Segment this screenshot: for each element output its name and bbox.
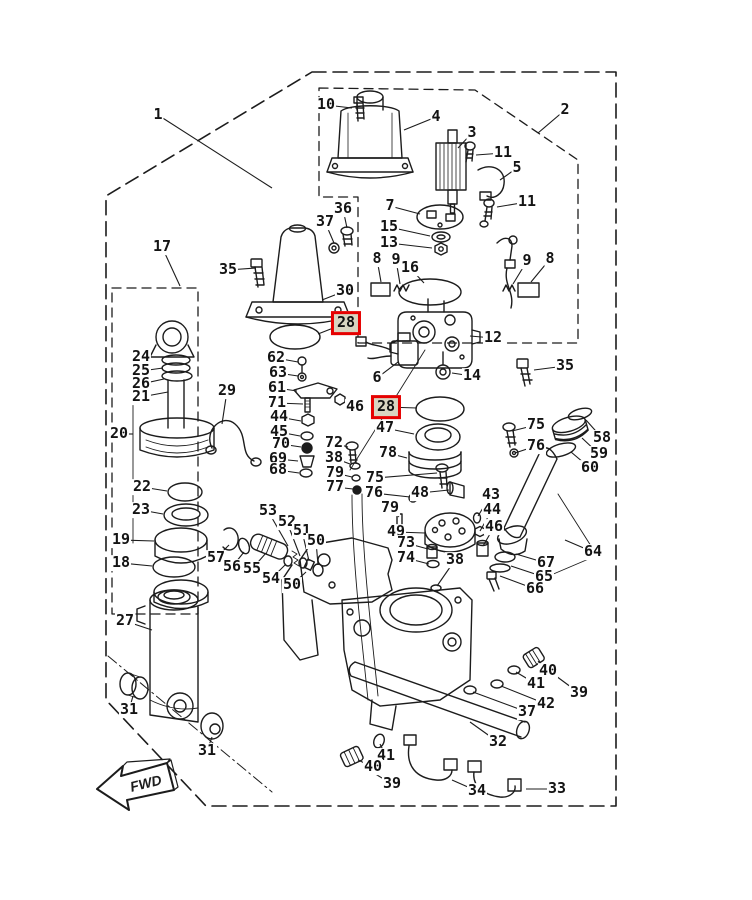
part-label-58-64: 58 <box>591 428 613 447</box>
part-label-35-19: 35 <box>217 260 239 279</box>
part-label-26-27: 26 <box>130 374 152 393</box>
part-label-6-22: 6 <box>371 368 383 387</box>
part-label-31-81: 31 <box>118 700 140 719</box>
part-label-57-75: 57 <box>205 548 227 567</box>
part-label-54-78: 54 <box>260 569 282 588</box>
part-label-70-41: 70 <box>270 434 292 453</box>
part-label-23-31: 23 <box>130 500 152 519</box>
part-label-74-57: 74 <box>395 548 417 567</box>
part-label-38-47: 38 <box>323 448 345 467</box>
part-label-72-46: 72 <box>323 433 345 452</box>
part-label-11-7: 11 <box>516 192 538 211</box>
part-label-50-79: 50 <box>281 575 303 594</box>
part-label-30-20: 30 <box>334 281 356 300</box>
part-label-36-12: 36 <box>332 199 354 218</box>
part-label-60-66: 60 <box>579 458 601 477</box>
part-label-50-74: 50 <box>305 531 327 550</box>
part-label-12-21: 12 <box>482 328 504 347</box>
part-label-47-45: 47 <box>374 418 396 437</box>
part-label-19-32: 19 <box>110 530 132 549</box>
part-label-48-54: 48 <box>409 483 431 502</box>
part-label-68-43: 68 <box>267 460 289 479</box>
part-label-9-16: 9 <box>521 251 533 270</box>
part-label-4-3: 4 <box>430 107 442 126</box>
highlighted-part-label-28-2[interactable]: 28 <box>370 395 402 419</box>
part-label-1-0: 1 <box>152 105 164 124</box>
part-label-14-23: 14 <box>461 366 483 385</box>
part-label-64-67: 64 <box>582 542 604 561</box>
part-label-79-48: 79 <box>324 463 346 482</box>
part-label-63-36: 63 <box>267 363 289 382</box>
part-label-41-84: 41 <box>525 674 547 693</box>
part-label-66-70: 66 <box>524 579 546 598</box>
motor-group-boundary <box>318 87 579 344</box>
part-label-61-37: 61 <box>266 378 288 397</box>
part-label-8-17: 8 <box>544 249 556 268</box>
part-label-43-59: 43 <box>480 485 502 504</box>
part-label-9-15: 9 <box>390 250 402 269</box>
part-label-73-56: 73 <box>395 533 417 552</box>
part-label-16-11: 16 <box>399 258 421 277</box>
part-label-67-68: 67 <box>535 553 557 572</box>
part-label-35-24: 35 <box>554 356 576 375</box>
part-label-56-76: 56 <box>221 557 243 576</box>
part-label-65-69: 65 <box>533 567 555 586</box>
part-label-53-71: 53 <box>257 501 279 520</box>
part-label-38-58: 38 <box>444 550 466 569</box>
part-label-46-44: 46 <box>344 397 366 416</box>
part-label-37-87: 37 <box>516 702 538 721</box>
part-label-79-53: 79 <box>379 498 401 517</box>
outer-dashed-border <box>105 71 617 807</box>
part-label-8-14: 8 <box>371 249 383 268</box>
part-label-42-86: 42 <box>535 694 557 713</box>
part-label-2-1: 2 <box>559 100 571 119</box>
part-label-44-39: 44 <box>268 407 290 426</box>
part-label-5-6: 5 <box>511 158 523 177</box>
part-label-40-90: 40 <box>362 757 384 776</box>
part-label-40-83: 40 <box>537 661 559 680</box>
fwd-arrow <box>96 758 179 811</box>
part-label-39-91: 39 <box>381 774 403 793</box>
part-label-27-80: 27 <box>114 611 136 630</box>
part-label-76-52: 76 <box>363 483 385 502</box>
part-label-46-61: 46 <box>483 517 505 536</box>
part-label-76-63: 76 <box>525 436 547 455</box>
part-label-32-88: 32 <box>487 732 509 751</box>
part-label-24-25: 24 <box>130 347 152 366</box>
part-label-18-33: 18 <box>110 553 132 572</box>
part-label-22-30: 22 <box>131 477 153 496</box>
part-label-11-5: 11 <box>492 143 514 162</box>
part-label-29-34: 29 <box>216 381 238 400</box>
part-label-71-38: 71 <box>266 393 288 412</box>
part-label-31-82: 31 <box>196 741 218 760</box>
part-label-59-65: 59 <box>588 444 610 463</box>
part-label-39-85: 39 <box>568 683 590 702</box>
part-label-77-49: 77 <box>324 477 346 496</box>
part-label-7-8: 7 <box>384 196 396 215</box>
part-label-3-4: 3 <box>466 123 478 142</box>
part-label-13-10: 13 <box>378 233 400 252</box>
part-label-55-77: 55 <box>241 559 263 578</box>
part-label-62-35: 62 <box>265 348 287 367</box>
part-label-37-13: 37 <box>314 212 336 231</box>
part-label-20-29: 20 <box>108 424 130 443</box>
part-label-17-18: 17 <box>151 237 173 256</box>
part-label-15-9: 15 <box>378 217 400 236</box>
part-label-21-28: 21 <box>130 387 152 406</box>
part-label-45-40: 45 <box>268 422 290 441</box>
part-label-44-60: 44 <box>481 500 503 519</box>
part-label-78-50: 78 <box>377 443 399 462</box>
highlighted-part-label-28-1[interactable]: 28 <box>330 311 362 335</box>
part-label-75-62: 75 <box>525 415 547 434</box>
part-label-25-26: 25 <box>130 361 152 380</box>
part-label-34-92: 34 <box>466 781 488 800</box>
part-label-10-2: 10 <box>315 95 337 114</box>
fwd-arrow-label: FWD <box>128 772 163 795</box>
part-label-33-93: 33 <box>546 779 568 798</box>
part-label-75-51: 75 <box>364 468 386 487</box>
